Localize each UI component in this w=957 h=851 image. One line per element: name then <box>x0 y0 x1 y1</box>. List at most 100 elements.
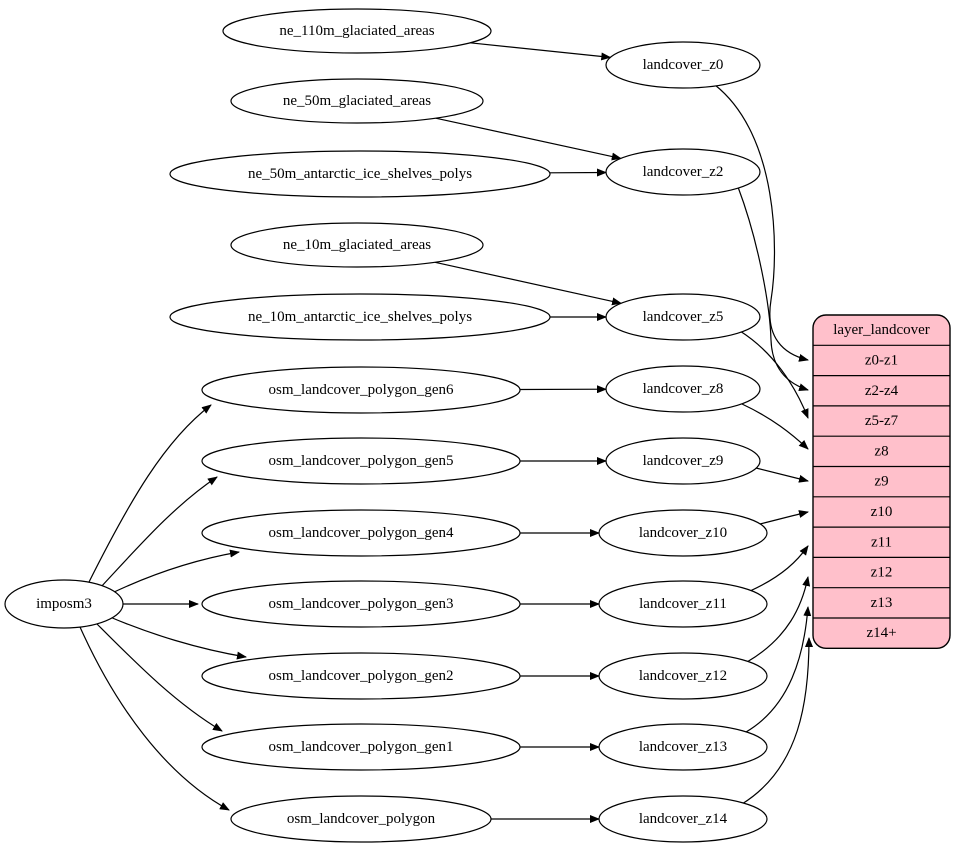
node-label-landcover_z0: landcover_z0 <box>643 57 724 73</box>
node-landcover_z0: landcover_z0 <box>605 41 761 89</box>
node-label-osm_landcover_polygon_gen3: osm_landcover_polygon_gen3 <box>269 596 454 612</box>
node-label-osm_landcover_polygon_gen1: osm_landcover_polygon_gen1 <box>269 739 454 755</box>
node-ne_10m_glaciated_areas: ne_10m_glaciated_areas <box>230 222 484 268</box>
node-ellipse-osm_landcover_polygon_gen4 <box>201 509 521 557</box>
node-ne_50m_antarctic_ice_shelves_polys: ne_50m_antarctic_ice_shelves_polys <box>169 150 551 198</box>
node-label-landcover_z2: landcover_z2 <box>643 164 724 180</box>
record-row-z12: z12 <box>871 565 893 581</box>
edge-layer <box>79 42 813 823</box>
node-ellipse-osm_landcover_polygon_gen2 <box>201 652 521 700</box>
node-ellipse-landcover_z2 <box>605 148 761 196</box>
edge-imposm3-to-osm_landcover_polygon_gen4 <box>111 549 240 594</box>
node-label-imposm3: imposm3 <box>36 596 92 612</box>
node-ellipse-osm_landcover_polygon_gen5 <box>201 437 521 485</box>
node-ne_50m_glaciated_areas: ne_50m_glaciated_areas <box>230 78 484 124</box>
node-ellipse-ne_50m_antarctic_ice_shelves_polys <box>169 150 551 198</box>
record-row-z9: z9 <box>874 474 888 490</box>
edge-landcover_z14-to-layer_landcover-z14+ <box>741 637 813 805</box>
node-landcover_z10: landcover_z10 <box>598 509 768 557</box>
record-row-z10: z10 <box>871 504 893 520</box>
edge-landcover_z11-to-layer_landcover-z11 <box>749 545 809 592</box>
node-landcover_z2: landcover_z2 <box>605 148 761 196</box>
node-label-ne_50m_antarctic_ice_shelves_polys: ne_50m_antarctic_ice_shelves_polys <box>248 166 472 182</box>
node-osm_landcover_polygon_gen4: osm_landcover_polygon_gen4 <box>201 509 521 557</box>
edge-landcover_z8-to-layer_landcover-z8 <box>741 403 809 450</box>
node-label-osm_landcover_polygon_gen2: osm_landcover_polygon_gen2 <box>269 668 454 684</box>
node-ellipse-osm_landcover_polygon <box>230 795 492 843</box>
node-landcover_z5: landcover_z5 <box>605 293 761 341</box>
node-landcover_z13: landcover_z13 <box>598 723 768 771</box>
node-osm_landcover_polygon_gen5: osm_landcover_polygon_gen5 <box>201 437 521 485</box>
node-label-landcover_z12: landcover_z12 <box>639 668 727 684</box>
edge-imposm3-to-osm_landcover_polygon <box>79 626 230 811</box>
edge-imposm3-to-osm_landcover_polygon_gen2 <box>109 616 247 660</box>
node-label-landcover_z14: landcover_z14 <box>639 811 728 827</box>
record-row-z0-z1: z0-z1 <box>865 352 898 368</box>
node-label-landcover_z10: landcover_z10 <box>639 525 727 541</box>
node-landcover_z11: landcover_z11 <box>598 580 768 628</box>
node-label-ne_10m_glaciated_areas: ne_10m_glaciated_areas <box>283 237 431 253</box>
record-header: layer_landcover <box>833 322 930 338</box>
record-row-z2-z4: z2-z4 <box>865 383 899 399</box>
edge-ne_50m_glaciated_areas-to-landcover_z2 <box>435 117 622 161</box>
node-label-ne_50m_glaciated_areas: ne_50m_glaciated_areas <box>283 93 431 109</box>
edge-landcover_z10-to-layer_landcover-z10 <box>759 510 809 525</box>
edge-imposm3-to-osm_landcover_polygon_gen5 <box>99 476 218 589</box>
node-ellipse-landcover_z14 <box>598 795 768 843</box>
node-imposm3: imposm3 <box>4 579 124 629</box>
edge-imposm3-to-osm_landcover_polygon_gen1 <box>94 621 223 732</box>
node-ellipse-ne_10m_glaciated_areas <box>230 222 484 268</box>
node-ellipse-ne_50m_glaciated_areas <box>230 78 484 124</box>
node-label-landcover_z8: landcover_z8 <box>643 381 724 397</box>
node-label-osm_landcover_polygon: osm_landcover_polygon <box>287 811 436 827</box>
node-label-landcover_z11: landcover_z11 <box>639 596 727 612</box>
edge-imposm3-to-osm_landcover_polygon_gen6 <box>87 404 212 585</box>
node-label-landcover_z5: landcover_z5 <box>643 309 724 325</box>
node-label-landcover_z9: landcover_z9 <box>643 453 724 469</box>
edge-ne_10m_glaciated_areas-to-landcover_z5 <box>434 261 623 306</box>
node-landcover_z8: landcover_z8 <box>605 365 761 413</box>
node-ellipse-ne_10m_antarctic_ice_shelves_polys <box>169 293 551 341</box>
node-label-ne_110m_glaciated_areas: ne_110m_glaciated_areas <box>279 23 434 39</box>
edge-landcover_z12-to-layer_landcover-z12 <box>746 576 811 663</box>
record-row-z8: z8 <box>874 443 888 459</box>
node-label-osm_landcover_polygon_gen6: osm_landcover_polygon_gen6 <box>269 382 454 398</box>
node-osm_landcover_polygon: osm_landcover_polygon <box>230 795 492 843</box>
node-layer: imposm3 ne_110m_glaciated_areas ne_50m_gla… <box>4 8 768 843</box>
node-osm_landcover_polygon_gen1: osm_landcover_polygon_gen1 <box>201 723 521 771</box>
node-ellipse-landcover_z12 <box>598 652 768 700</box>
record-row-z13: z13 <box>871 595 893 611</box>
node-ellipse-ne_110m_glaciated_areas <box>222 8 492 54</box>
node-label-osm_landcover_polygon_gen4: osm_landcover_polygon_gen4 <box>269 525 454 541</box>
record-row-z5-z7: z5-z7 <box>865 413 899 429</box>
node-ellipse-osm_landcover_polygon_gen3 <box>201 580 521 628</box>
node-ellipse-landcover_z8 <box>605 365 761 413</box>
edge-landcover_z13-to-layer_landcover-z13 <box>745 606 812 733</box>
edge-landcover_z5-to-layer_landcover-z5-z7 <box>739 330 809 419</box>
node-label-ne_10m_antarctic_ice_shelves_polys: ne_10m_antarctic_ice_shelves_polys <box>248 309 472 325</box>
node-osm_landcover_polygon_gen6: osm_landcover_polygon_gen6 <box>201 366 521 414</box>
node-ellipse-landcover_z0 <box>605 41 761 89</box>
record-row-z11: z11 <box>871 534 892 550</box>
node-ne_110m_glaciated_areas: ne_110m_glaciated_areas <box>222 8 492 54</box>
node-ellipse-landcover_z10 <box>598 509 768 557</box>
node-label-osm_landcover_polygon_gen5: osm_landcover_polygon_gen5 <box>269 453 454 469</box>
node-ellipse-imposm3 <box>4 579 124 629</box>
node-ellipse-landcover_z9 <box>605 437 761 485</box>
record-row-z14+: z14+ <box>866 625 896 641</box>
node-ellipse-landcover_z5 <box>605 293 761 341</box>
edge-landcover_z9-to-layer_landcover-z9 <box>755 467 809 483</box>
node-ellipse-osm_landcover_polygon_gen1 <box>201 723 521 771</box>
node-landcover_z12: landcover_z12 <box>598 652 768 700</box>
record-layer_landcover: layer_landcover z0-z1 z2-z4 z5-z7 z8 z9 z10 z11… <box>812 314 951 649</box>
node-ellipse-landcover_z11 <box>598 580 768 628</box>
node-landcover_z14: landcover_z14 <box>598 795 768 843</box>
node-osm_landcover_polygon_gen2: osm_landcover_polygon_gen2 <box>201 652 521 700</box>
node-ne_10m_antarctic_ice_shelves_polys: ne_10m_antarctic_ice_shelves_polys <box>169 293 551 341</box>
node-osm_landcover_polygon_gen3: osm_landcover_polygon_gen3 <box>201 580 521 628</box>
node-ellipse-landcover_z13 <box>598 723 768 771</box>
node-label-landcover_z13: landcover_z13 <box>639 739 727 755</box>
node-landcover_z9: landcover_z9 <box>605 437 761 485</box>
